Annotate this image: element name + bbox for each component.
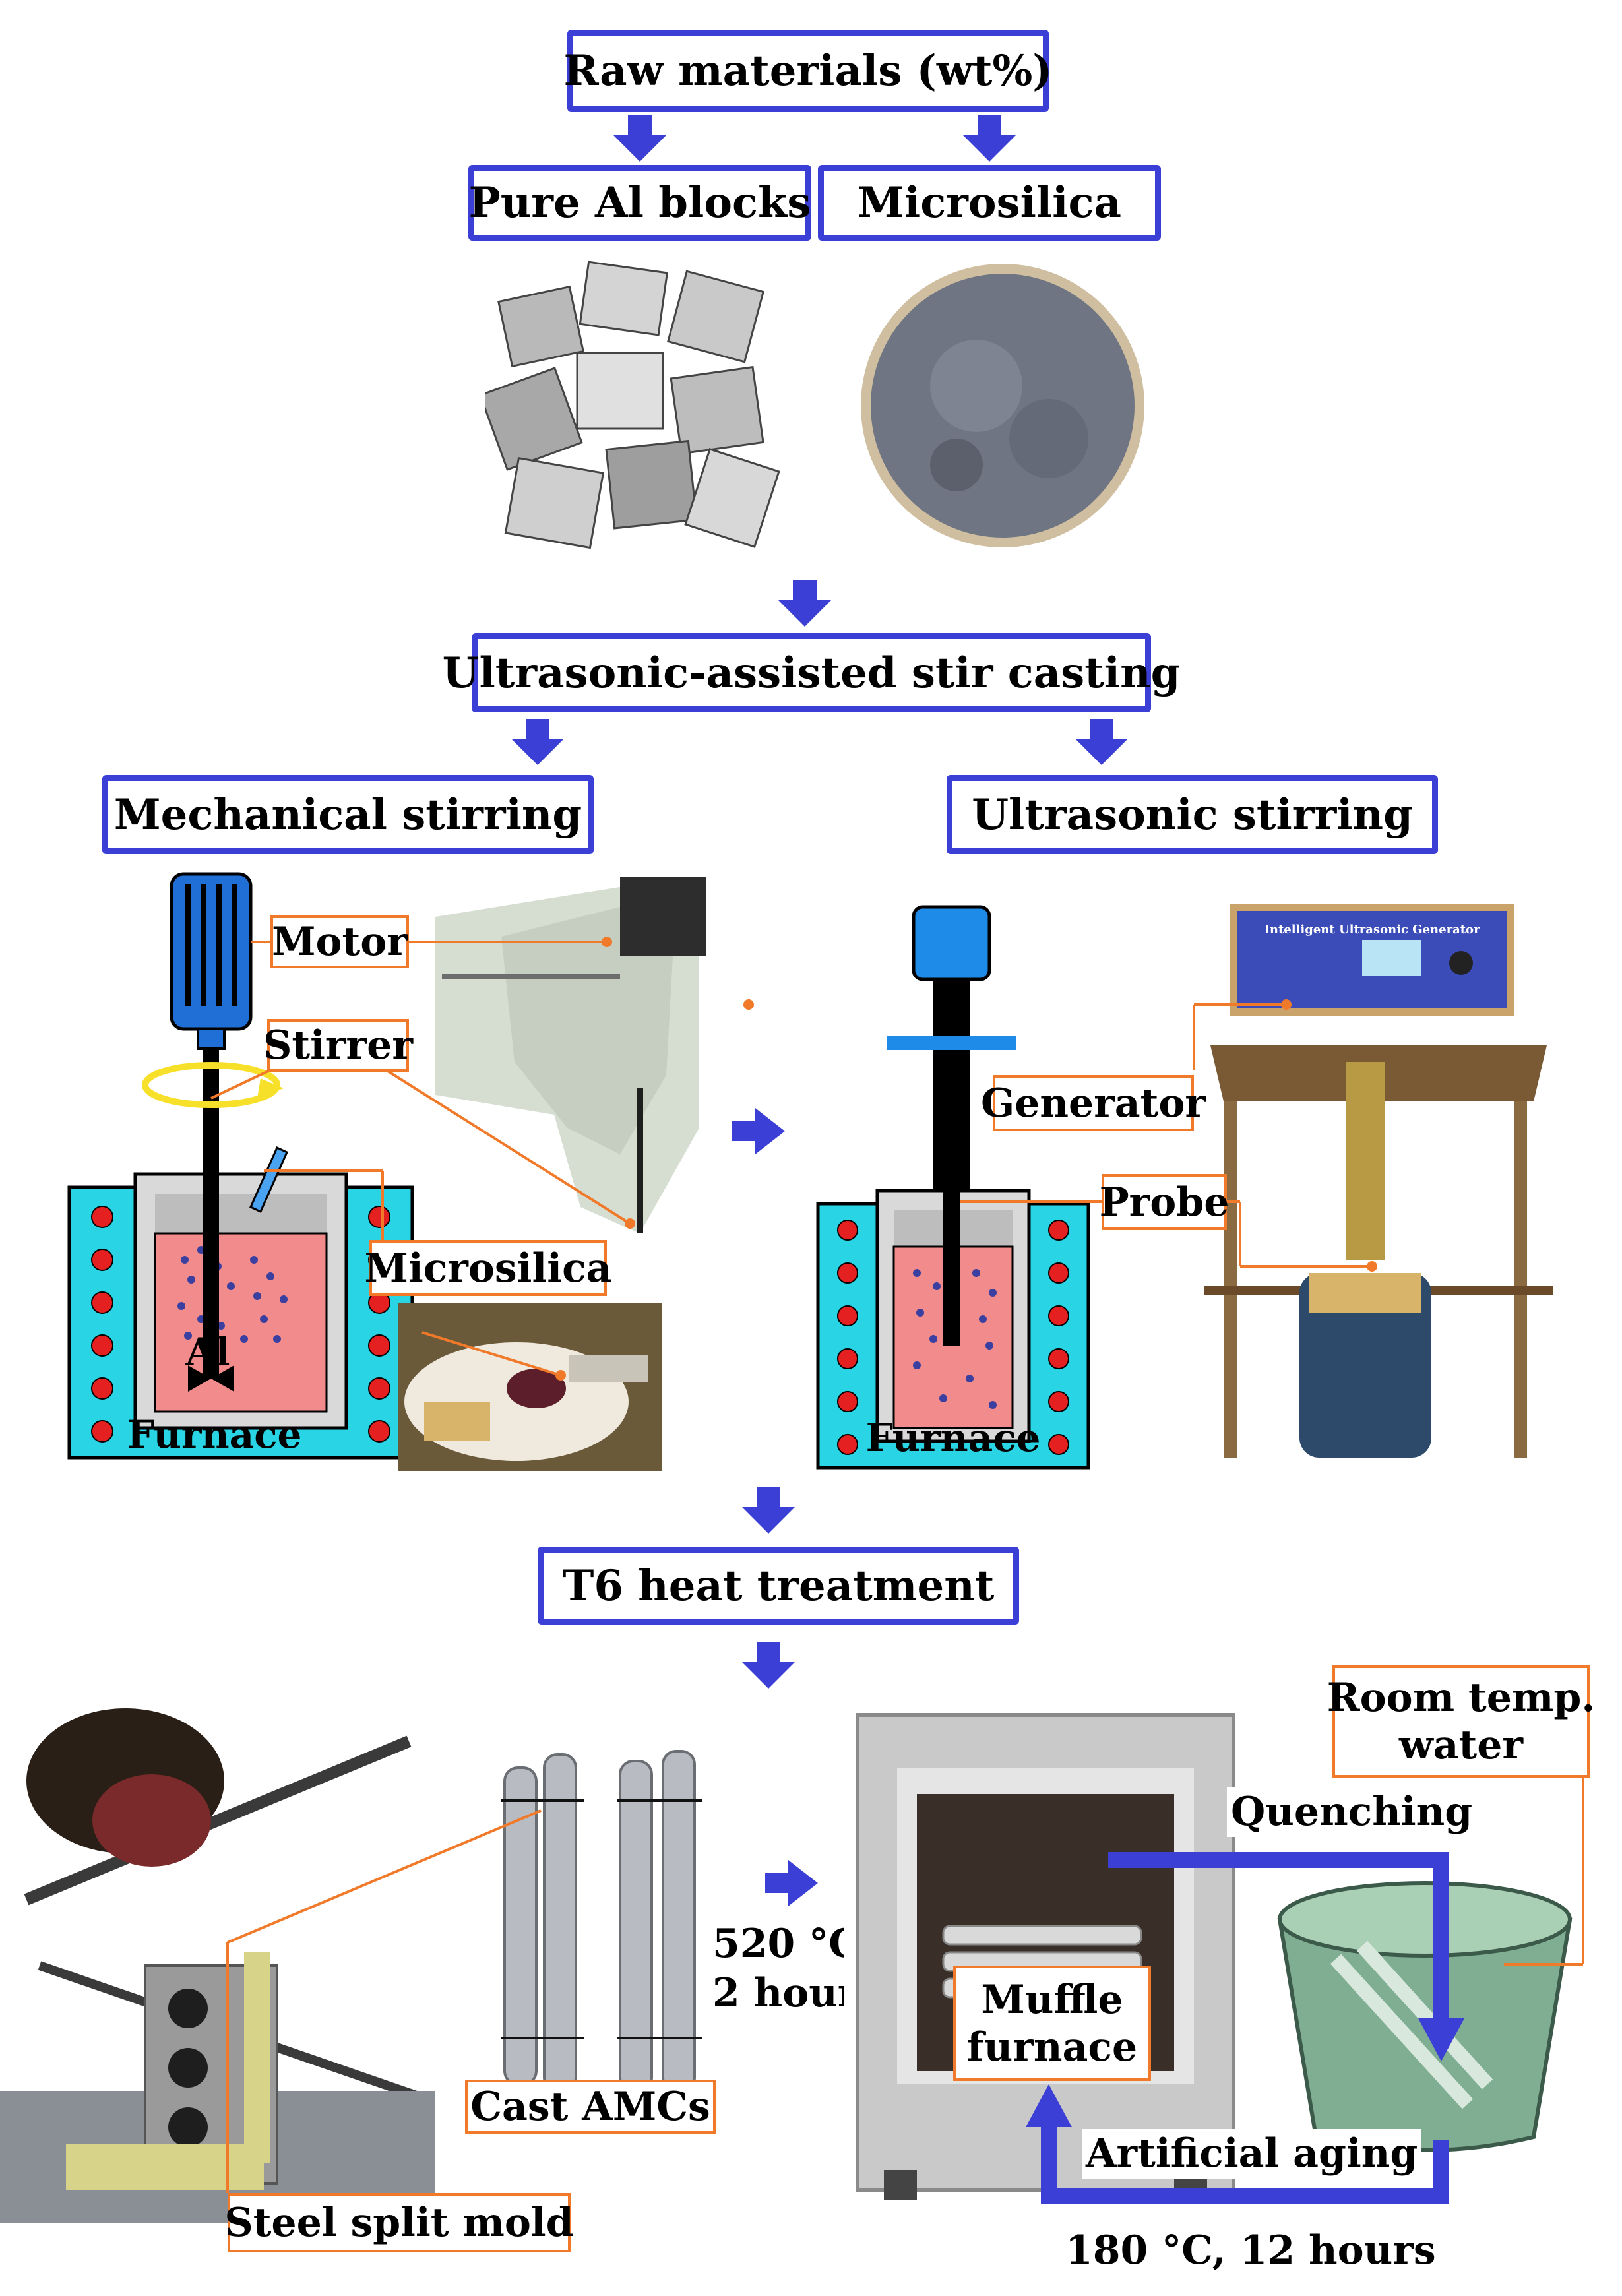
cast-amcs-callout: Cast AMCs [465, 2080, 716, 2134]
aging-conditions-label: 180 °C, 12 hours [1065, 2227, 1436, 2274]
t6-title: T6 heat treatment [562, 1561, 995, 1611]
muffle-furnace-callout: Muffle furnace [953, 1966, 1151, 2081]
microsilica-feed-photo [398, 1303, 662, 1471]
right-arrow-icon [765, 1860, 818, 1906]
microsilica-dish-photo [851, 254, 1154, 557]
steel-split-mold-label: Steel split mold [224, 2200, 574, 2246]
down-arrow-icon [613, 115, 666, 162]
water-label-2: water [1398, 1722, 1524, 1768]
furnace-label-right: Furnace [866, 1415, 1041, 1460]
microsilica-callout-label: Microsilica [364, 1245, 612, 1291]
al-blocks-photo [485, 254, 782, 557]
microsilica-label: Microsilica [858, 178, 1121, 228]
stir-casting-box: Ultrasonic-assisted stir casting [443, 633, 1180, 712]
ultrasonic-stirring-box: Ultrasonic stirring [947, 775, 1438, 854]
muffle-furnace-photo [844, 1695, 1247, 2203]
down-arrow-icon [742, 1487, 795, 1534]
rotation-arrow-icon [142, 1062, 284, 1108]
ultrasonic-stirring-title: Ultrasonic stirring [972, 790, 1413, 840]
down-arrow-icon [963, 115, 1016, 162]
melt-label: Al [185, 1330, 230, 1375]
quenching-label: Quenching [1227, 1787, 1477, 1837]
down-arrow-icon [1075, 719, 1128, 765]
stirrer-label: Stirrer [263, 1022, 413, 1069]
pure-al-box: Pure Al blocks [468, 165, 811, 241]
mechanical-stirring-title: Mechanical stirring [113, 790, 582, 840]
steel-split-mold-photo [0, 1689, 435, 2223]
right-arrow-icon [732, 1108, 785, 1154]
down-arrow-icon [778, 580, 831, 627]
down-arrow-icon [511, 719, 564, 765]
cast-amcs-label: Cast AMCs [470, 2084, 710, 2130]
mechanical-stirring-box: Mechanical stirring [102, 775, 594, 854]
down-arrow-icon [742, 1642, 795, 1689]
probe-callout: Probe [1099, 1174, 1230, 1230]
t6-box: T6 heat treatment [538, 1547, 1019, 1625]
muffle-label-1: Muffle [981, 1976, 1123, 2023]
stirrer-photo [422, 877, 706, 1233]
cast-amcs-photo [491, 1741, 716, 2104]
probe-label: Probe [1099, 1179, 1230, 1226]
pure-al-label: Pure Al blocks [468, 178, 811, 228]
generator-panel-label: Intelligent Ultrasonic Generator [1264, 923, 1480, 937]
ultrasonic-stirring-schematic: Furnace [816, 905, 1090, 1470]
steel-split-mold-callout: Steel split mold [224, 2193, 574, 2252]
stir-casting-title: Ultrasonic-assisted stir casting [442, 648, 1181, 698]
raw-materials-title: Raw materials (wt%) [563, 46, 1053, 96]
mechanical-stirring-schematic: Al Furnace [67, 872, 414, 1460]
generator-callout: Generator [981, 1075, 1206, 1131]
generator-label: Generator [980, 1080, 1206, 1127]
muffle-label-2: furnace [966, 2024, 1138, 2070]
stirrer-callout: Stirrer [263, 1019, 413, 1072]
motor-label: Motor [272, 919, 408, 965]
raw-materials-box: Raw materials (wt%) [563, 30, 1053, 112]
ultrasonic-rig-photo: Intelligent Ultrasonic Generator [1204, 904, 1553, 1471]
water-label-1: Room temp. [1326, 1675, 1596, 1721]
motor-callout: Motor [270, 915, 409, 968]
microsilica-callout: Microsilica [365, 1240, 611, 1296]
microsilica-box: Microsilica [818, 165, 1161, 241]
room-temp-water-callout: Room temp. water [1327, 1665, 1595, 1778]
furnace-label-left: Furnace [127, 1412, 302, 1457]
artificial-aging-label: Artificial aging [1082, 2129, 1422, 2179]
